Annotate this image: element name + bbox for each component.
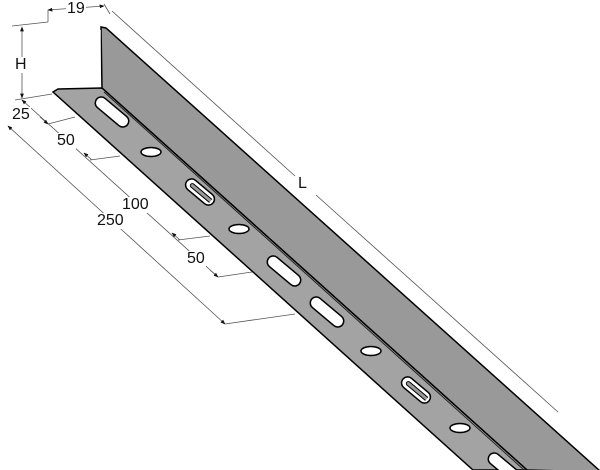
slot-hole <box>309 296 345 328</box>
dim-pitch-b-label: 100 <box>121 196 150 213</box>
slot-hole <box>94 96 130 128</box>
dim-group-length-label: 250 <box>96 212 125 229</box>
slot-hole <box>266 255 302 287</box>
bend-line <box>103 91 525 470</box>
dim-length-label: L <box>297 175 308 192</box>
dim-pitch-c-label: 50 <box>186 250 206 267</box>
dim-height-label: H <box>14 56 28 73</box>
dim-pitch-a-label: 50 <box>56 132 76 149</box>
dim-width-label: 19 <box>66 0 86 17</box>
round-hole <box>360 345 382 357</box>
round-hole <box>228 223 250 235</box>
round-hole <box>140 146 162 158</box>
vertical-flange <box>100 26 600 470</box>
dim-first-offset-label: 25 <box>11 106 31 123</box>
round-hole <box>449 422 471 434</box>
u-slot-hole <box>400 376 432 404</box>
slot-hole <box>487 452 523 470</box>
